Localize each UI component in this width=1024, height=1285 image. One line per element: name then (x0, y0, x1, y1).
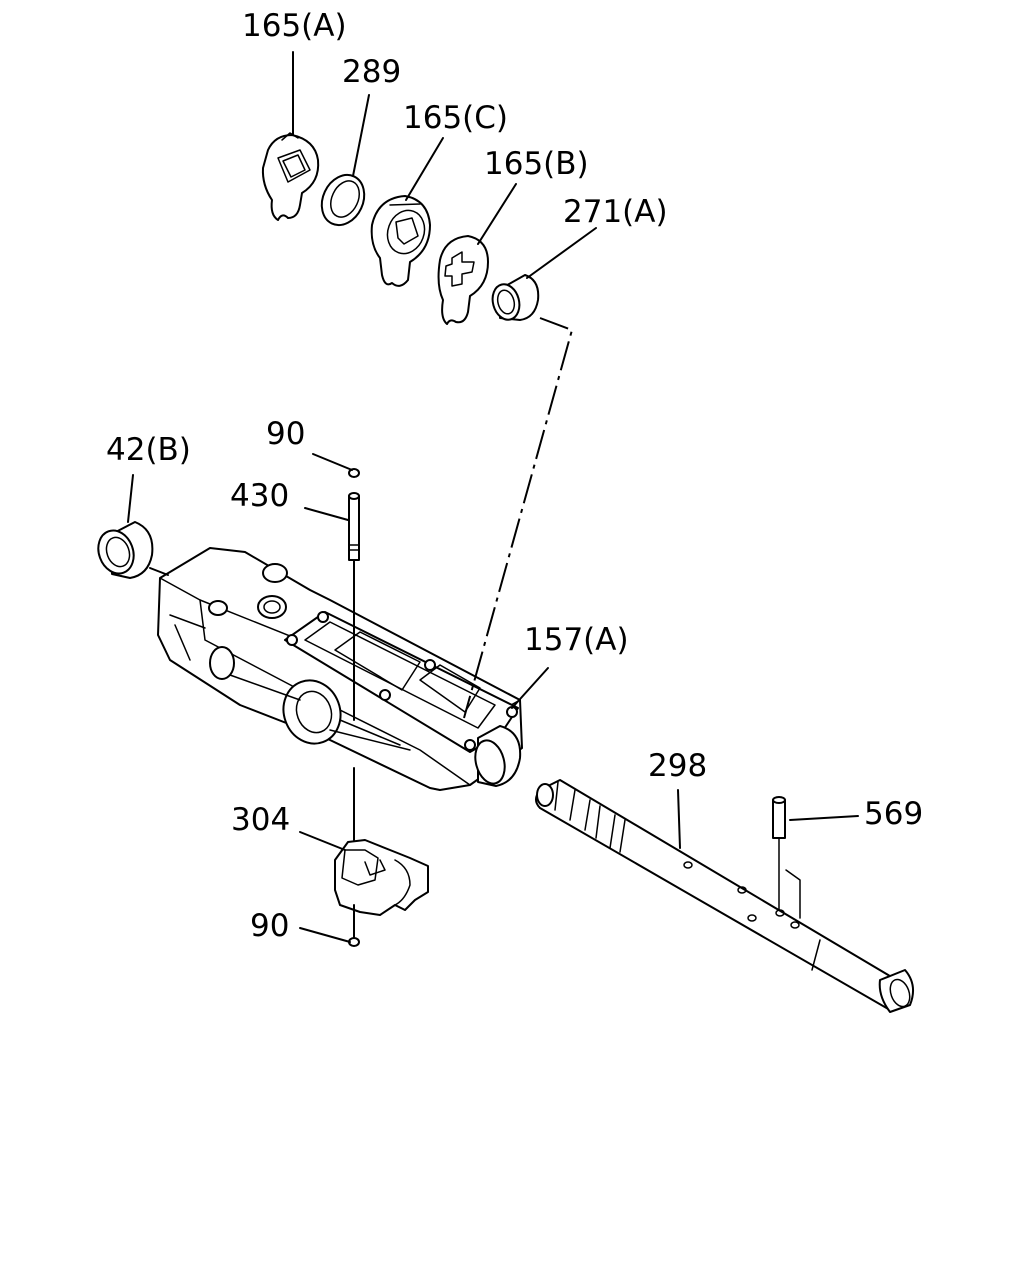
label-289: 289 (342, 54, 401, 90)
part-271a (491, 274, 540, 321)
leader-lines (127, 51, 859, 943)
label-271a: 271(A) (563, 194, 668, 230)
part-165a (261, 132, 320, 221)
label-90-top: 90 (266, 416, 305, 452)
label-42b: 42(B) (106, 432, 191, 468)
part-298-shaft (535, 779, 915, 1013)
part-42b (97, 521, 154, 579)
part-90-top (348, 468, 360, 478)
label-165c: 165(C) (403, 100, 508, 136)
part-430 (348, 492, 360, 561)
part-569 (772, 796, 801, 919)
part-304 (334, 839, 429, 916)
label-157a: 157(A) (524, 622, 629, 658)
assembly-lines (149, 317, 574, 939)
label-298: 298 (648, 748, 707, 784)
label-430: 430 (230, 478, 289, 514)
label-569: 569 (864, 796, 923, 832)
part-289 (320, 173, 366, 227)
part-165c (370, 195, 431, 287)
label-90-bottom: 90 (250, 908, 289, 944)
label-165b: 165(B) (484, 146, 589, 182)
part-157a-housing (157, 547, 523, 791)
label-304: 304 (231, 802, 290, 838)
part-labels: 165(A) 289 165(C) 165(B) 271(A) 90 42(B)… (106, 8, 923, 944)
label-165a: 165(A) (242, 8, 347, 44)
part-165b (437, 235, 489, 325)
